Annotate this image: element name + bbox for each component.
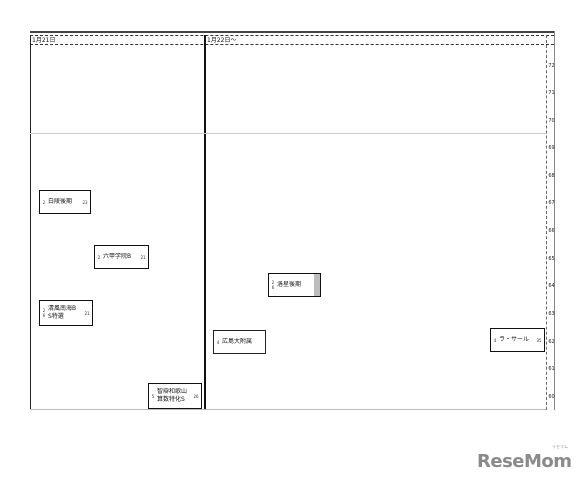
school-box-lasalle: 4 ラ・サール 35 <box>490 328 545 352</box>
left-border <box>30 35 31 410</box>
date-label-jan21: 1月21日 <box>32 37 56 44</box>
top-border <box>30 31 554 33</box>
school-right-code: 21 <box>84 310 90 316</box>
school-left-code: 2 <box>97 254 101 260</box>
right-border <box>554 31 555 410</box>
school-box-chiben: 5 智辯和歌山 算数特化S 26 <box>148 383 202 409</box>
school-box-rokko: 2 六甲学院B 21 <box>94 245 149 269</box>
scale-tick: 63 <box>548 311 555 317</box>
school-box-rakusei: 2 6 洛星後期 <box>268 273 321 297</box>
school-right-code: 35 <box>536 337 542 343</box>
school-left-code: 4 <box>216 339 220 345</box>
scale-tick: 69 <box>548 145 555 151</box>
bottom-line <box>30 409 546 410</box>
school-name: 清風南海B S特選 <box>48 305 77 320</box>
scale-tick: 71 <box>548 90 555 96</box>
scale-tick: 60 <box>548 394 555 400</box>
school-right-code: 21 <box>140 254 146 260</box>
school-right-code: 23 <box>82 199 88 205</box>
scale-tick: 61 <box>548 366 555 372</box>
scale-tick: 70 <box>548 118 555 124</box>
resemom-logo: ReseMom <box>477 451 572 472</box>
school-left-code: 4 <box>493 337 497 343</box>
date-label-jan22: 1月22日〜 <box>207 37 237 44</box>
scale-tick: 64 <box>548 283 555 289</box>
school-name: 智辯和歌山 算数特化S <box>157 388 188 403</box>
stripe-marker <box>314 274 320 296</box>
school-name: 六甲学院B <box>103 253 132 260</box>
school-box-hiroshima: 4 広島大附属 <box>213 330 266 354</box>
school-left-code: 2 6 <box>271 280 275 290</box>
school-box-hakuryo: 2 白陵後期 23 <box>39 190 91 214</box>
column-divider <box>204 35 206 410</box>
school-right-code: 26 <box>193 393 199 399</box>
header-line-top <box>30 35 554 36</box>
school-name: 洛星後期 <box>277 281 302 288</box>
school-box-seifu: 2 6 清風南海B S特選 21 <box>39 300 93 326</box>
scale-rule <box>546 35 547 410</box>
scale-tick: 66 <box>548 228 555 234</box>
scale-tick: 68 <box>548 173 555 179</box>
scale-tick: 72 <box>548 63 555 69</box>
school-left-code: 2 <box>42 199 46 205</box>
school-name: 白陵後期 <box>48 198 73 205</box>
school-left-code: 5 <box>151 393 155 399</box>
scale-tick: 67 <box>548 200 555 206</box>
school-name: ラ・サール <box>499 336 530 343</box>
school-left-code: 2 6 <box>42 308 46 318</box>
header-line-bottom <box>30 44 554 45</box>
scale-tick: 65 <box>548 256 555 262</box>
scale-tick: 62 <box>548 339 555 345</box>
school-name: 広島大附属 <box>222 338 253 345</box>
logo-ruby: リセマム <box>552 444 568 449</box>
level-70-line <box>30 133 546 134</box>
